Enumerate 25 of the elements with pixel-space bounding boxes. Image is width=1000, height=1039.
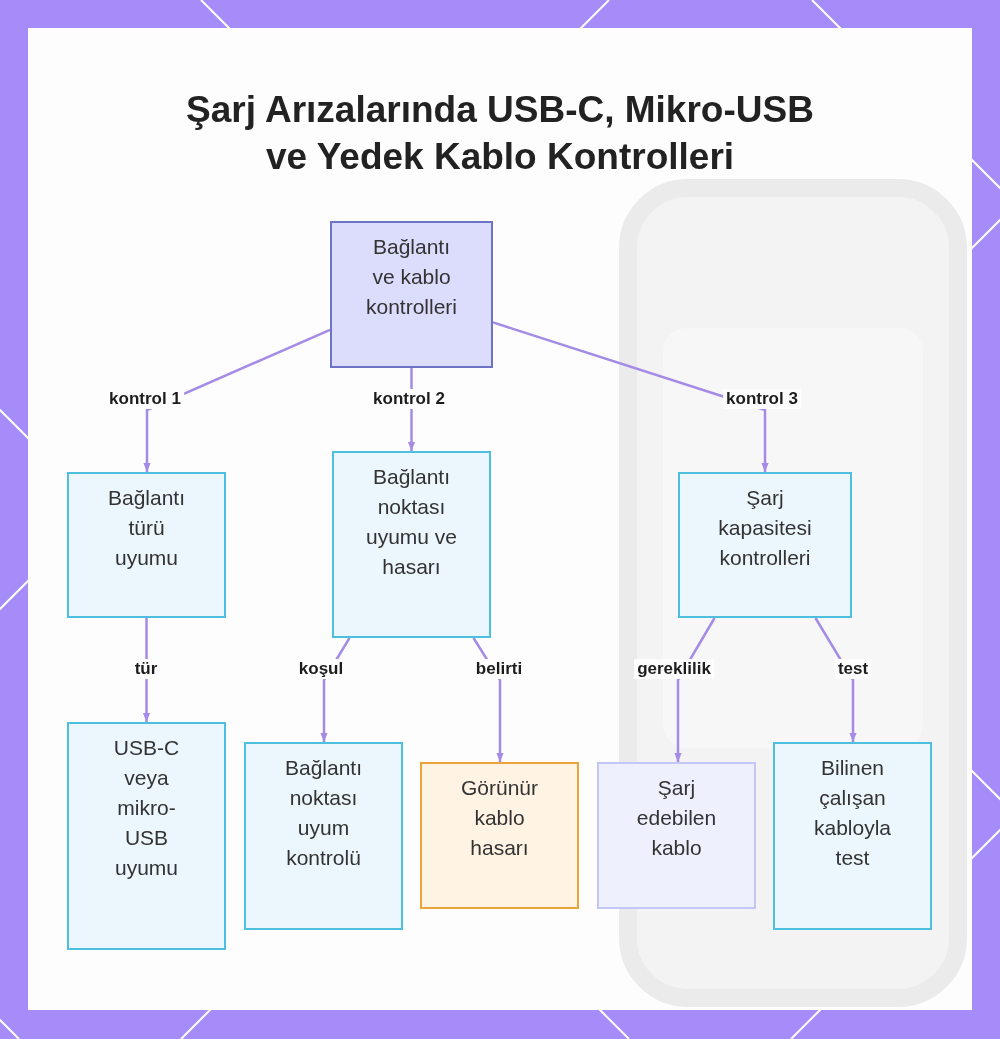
process-box (678, 472, 852, 618)
edge-label: gereklilik (634, 659, 714, 679)
node-text: Şarj edebilen kablo (635, 775, 718, 861)
node-text: Bağlantı noktası uyumu ve hasarı (364, 464, 458, 580)
process-box (597, 762, 756, 909)
node-text: Bağlantı türü uyumu (106, 485, 187, 571)
node-text: Bağlantı noktası uyum kontrolü (283, 755, 364, 871)
edge-label: tür (131, 659, 161, 679)
arrow (492, 321, 769, 472)
title: Şarj Arızalarında USB-C, Mikro-USB ve Yedek Kablo Kontrolleri (185, 88, 815, 179)
node-text: Bağlantı ve kablo kontrolleri (364, 234, 458, 320)
node-text: Şarj kapasitesi kontrolleri (717, 485, 813, 571)
node-text: USB-C veya mikro-USB uyumu (112, 735, 181, 881)
arrow (674, 617, 716, 762)
process-box (330, 221, 493, 368)
node-text: Görünür kablo hasarı (459, 775, 539, 861)
process-box (67, 472, 226, 618)
edge-label: test (834, 659, 872, 679)
process-box (773, 742, 932, 930)
process-box (244, 742, 403, 930)
edge-label: kontrol 3 (723, 389, 801, 409)
process-box (420, 762, 579, 909)
process-box (67, 722, 226, 950)
process-box (332, 451, 491, 638)
node-text: Bilinen çalışan kabloyla test (812, 755, 893, 871)
